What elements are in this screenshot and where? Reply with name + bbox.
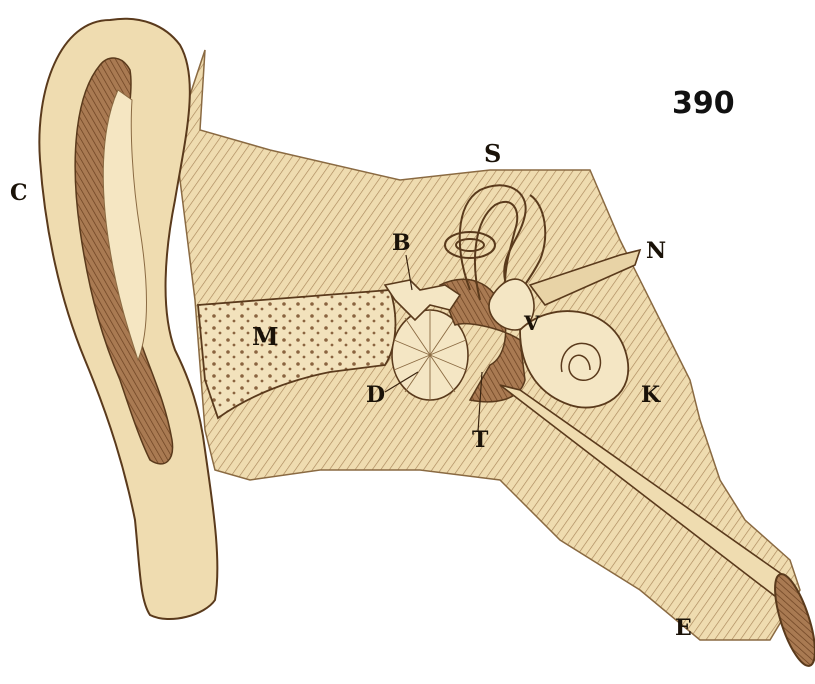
figure-number: 390 xyxy=(672,86,735,121)
label-d: D xyxy=(366,382,385,408)
label-m: M xyxy=(252,322,279,351)
label-t: T xyxy=(472,427,489,453)
label-k: K xyxy=(641,382,661,408)
label-n: N xyxy=(646,238,666,264)
label-b: B xyxy=(392,230,411,256)
label-c: C xyxy=(10,180,28,206)
label-e: E xyxy=(675,615,692,641)
label-v: V xyxy=(523,311,540,335)
label-s: S xyxy=(484,139,501,168)
